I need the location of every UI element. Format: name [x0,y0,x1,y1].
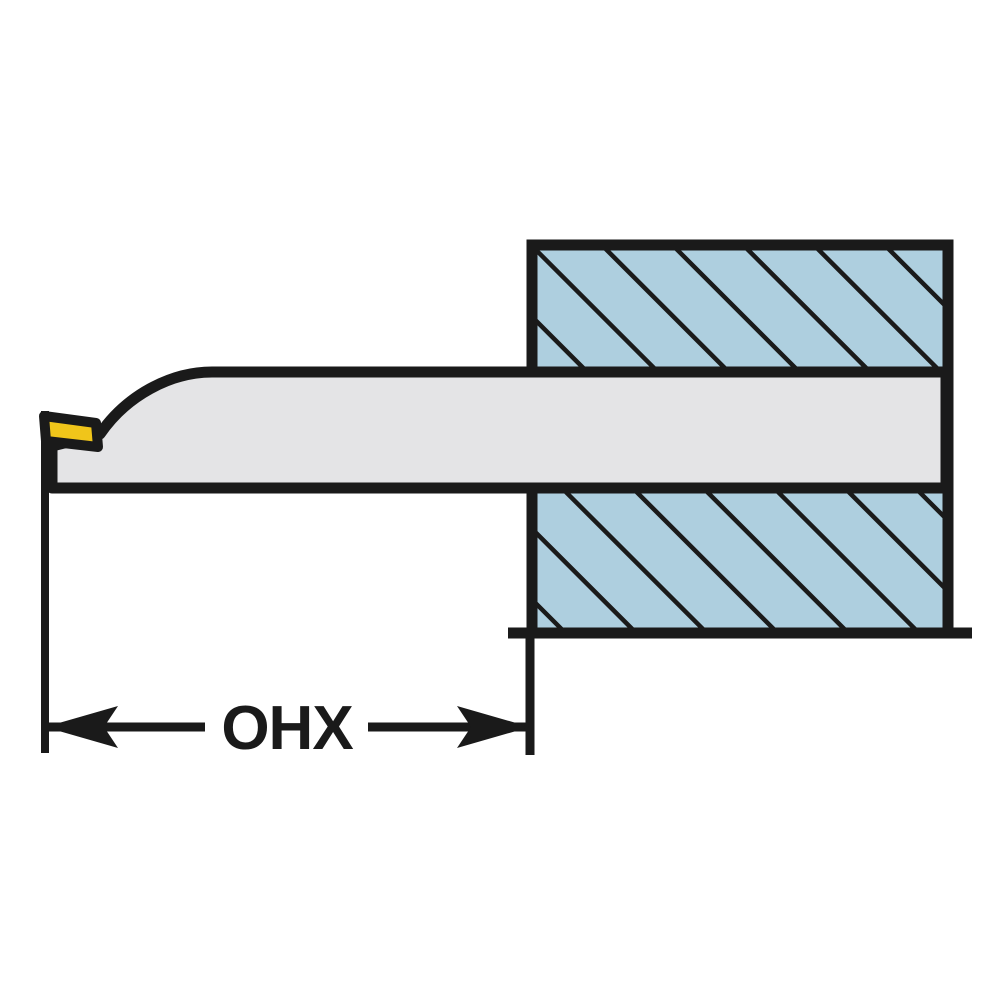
workpiece-upper [526,239,954,378]
cutting-insert [39,411,103,452]
boring-bar [46,366,952,494]
arrowhead-right-icon [457,706,530,748]
dimension-line-ohx [45,706,530,748]
boring-bar-body [46,366,952,494]
dimension-label-ohx: OHX [221,694,353,763]
workpiece-upper-hatching [532,245,948,372]
cutting-insert-body [39,411,103,452]
workpiece-lower-hatching [532,488,948,633]
workpiece-lower [508,482,972,639]
arrowhead-left-icon [45,706,118,748]
